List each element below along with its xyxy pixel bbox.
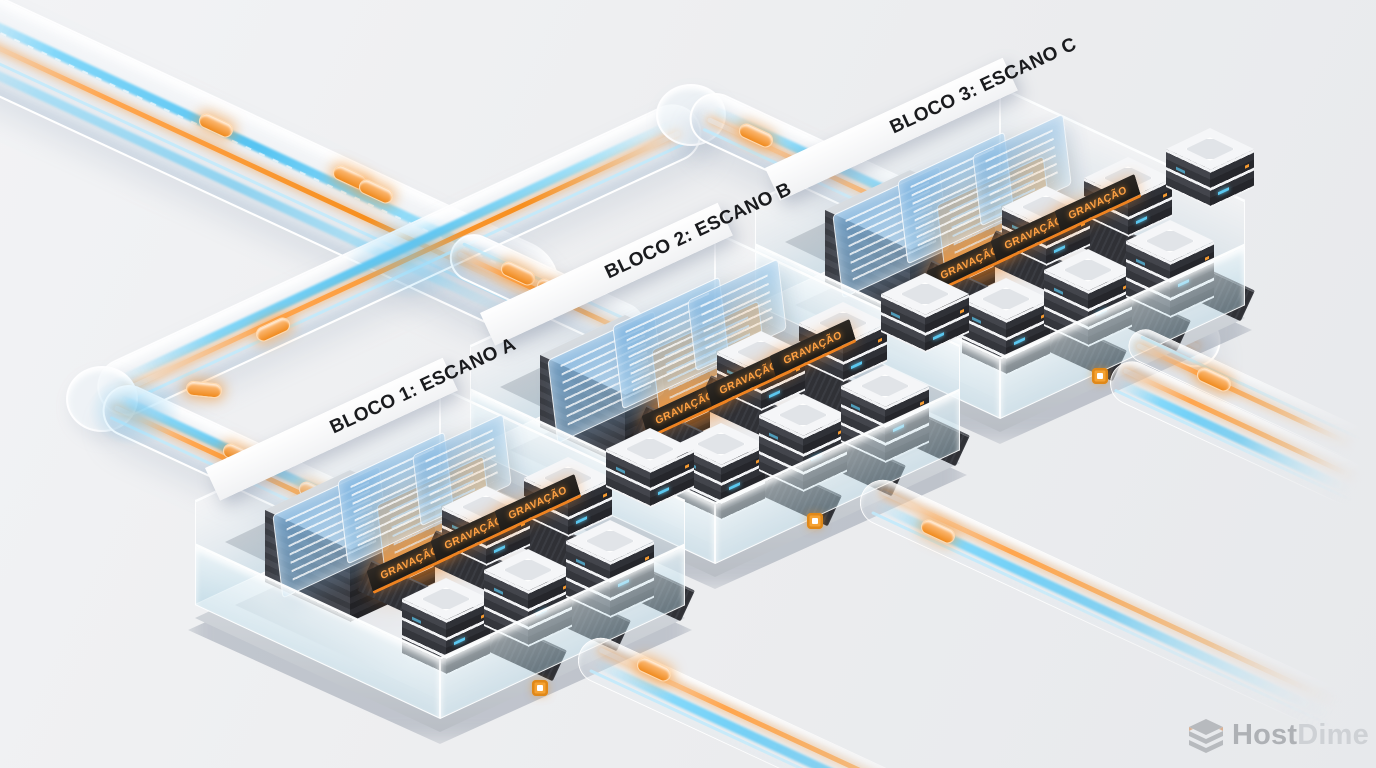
hostdime-icon [1189,719,1223,753]
brand-primary: Host [1232,719,1298,751]
elbow-glow [70,360,200,460]
server-block-1: GRAVAÇÃO GRAVAÇÃO GRAVAÇÃO BLOCO 1: ESCA… [180,320,700,750]
platform-tag-icon [532,680,548,696]
junction-glow [320,196,500,316]
orange-stream [880,489,1342,707]
hostdime-wordmark: HostDime [1232,719,1369,752]
blue-stream-thin [871,511,1332,727]
platform-tag-icon [1092,368,1108,384]
exit-pipe-block2 [852,472,1362,742]
hostdime-logo: HostDime [1186,714,1376,758]
platform-tag-icon [807,513,823,529]
brand-secondary: Dime [1297,719,1369,751]
